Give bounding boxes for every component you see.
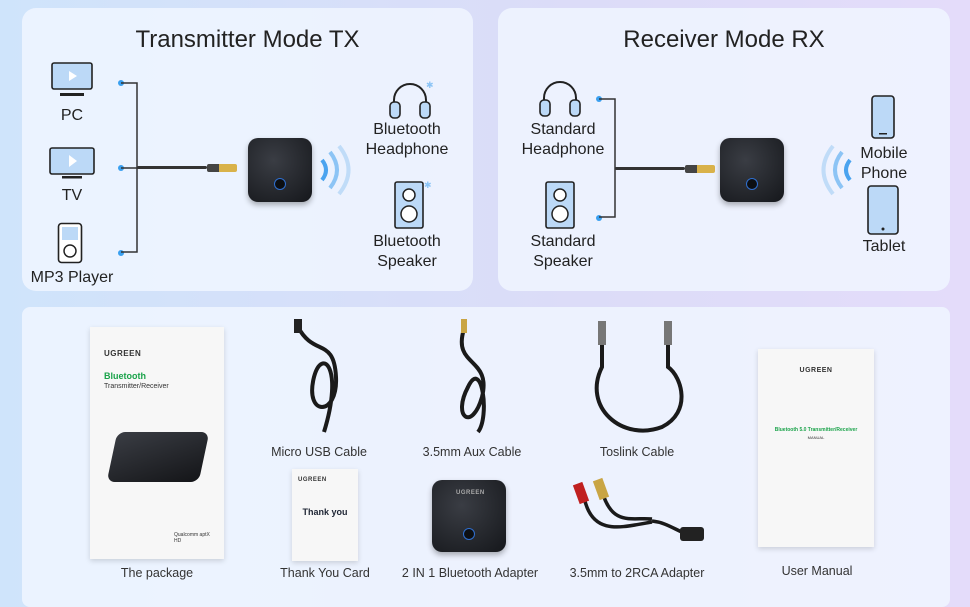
output-standard-speaker: Standard Speaker <box>530 233 596 270</box>
tx-title: Transmitter Mode TX <box>135 26 360 53</box>
package-contents-panel: UGREEN Bluetooth Transmitter/Receiver Qu… <box>22 307 950 607</box>
output-standard-headphone: Standard Headphone <box>521 121 605 158</box>
manual-title: Bluetooth 5.0 Transmitter/Receiver <box>774 427 858 433</box>
caption-bluetooth-adapter: 2 IN 1 Bluetooth Adapter <box>401 566 539 580</box>
bluetooth-adapter-image <box>720 138 784 202</box>
bluetooth-adapter-image <box>248 138 312 202</box>
box-subtitle: Transmitter/Receiver <box>104 383 169 390</box>
card-text: Thank you <box>302 507 348 517</box>
source-tv: TV <box>61 187 83 204</box>
output-bluetooth-headphone: Bluetooth Headphone <box>365 121 449 158</box>
brand-logo: UGREEN <box>298 477 327 483</box>
source-mobile-phone: Mobile Phone <box>860 145 908 182</box>
brand-logo: UGREEN <box>799 367 833 374</box>
wireless-signal-icon <box>320 144 351 196</box>
aux-cable-image <box>459 319 486 434</box>
svg-text:✱: ✱ <box>424 180 432 190</box>
brand-logo: UGREEN <box>104 349 142 358</box>
tv-icon <box>49 147 95 179</box>
rca-adapter-image <box>572 477 704 541</box>
manual-subtitle: MANUAL <box>807 435 825 440</box>
package-box-image: UGREEN Bluetooth Transmitter/Receiver Qu… <box>90 327 224 559</box>
output-bluetooth-speaker: Bluetooth Speaker <box>373 233 441 270</box>
caption-aux-cable: 3.5mm Aux Cable <box>422 445 522 459</box>
rx-title: Receiver Mode RX <box>623 26 825 53</box>
source-tablet: Tablet <box>862 238 906 255</box>
user-manual-image: UGREEN Bluetooth 5.0 Transmitter/Receive… <box>758 349 874 547</box>
caption-thank-you-card: Thank You Card <box>280 566 370 580</box>
box-badge: Qualcomm aptX HD <box>174 532 210 544</box>
mp3-player-icon <box>57 222 83 264</box>
speaker-icon <box>545 181 575 229</box>
speaker-icon: ✱ <box>394 180 432 229</box>
wireless-signal-icon <box>821 144 852 196</box>
headphone-icon: ✱ <box>389 80 434 119</box>
mobile-phone-icon <box>871 95 895 139</box>
caption-micro-usb-cable: Micro USB Cable <box>271 445 367 459</box>
box-title: Bluetooth <box>104 371 146 381</box>
thank-you-card-image: UGREEN Thank you <box>292 469 358 561</box>
caption-rca-adapter: 3.5mm to 2RCA Adapter <box>569 566 705 580</box>
brand-logo: UGREEN <box>456 490 485 496</box>
caption-toslink-cable: Toslink Cable <box>599 445 675 459</box>
headphone-icon <box>539 81 581 117</box>
caption-package: The package <box>120 566 194 580</box>
transmitter-mode-panel: Transmitter Mode TX PC TV MP3 Player ✱ B… <box>22 8 473 291</box>
caption-user-manual: User Manual <box>781 564 853 578</box>
source-mp3-player: MP3 Player <box>30 269 114 286</box>
micro-usb-cable-image <box>294 319 339 433</box>
pc-icon <box>51 62 93 96</box>
svg-text:✱: ✱ <box>426 80 434 90</box>
bluetooth-adapter-image: UGREEN <box>432 480 506 552</box>
receiver-mode-panel: Receiver Mode RX Standard Headphone Stan… <box>498 8 950 291</box>
tablet-icon <box>867 185 899 235</box>
toslink-cable-image <box>594 321 684 433</box>
source-pc: PC <box>60 107 84 124</box>
